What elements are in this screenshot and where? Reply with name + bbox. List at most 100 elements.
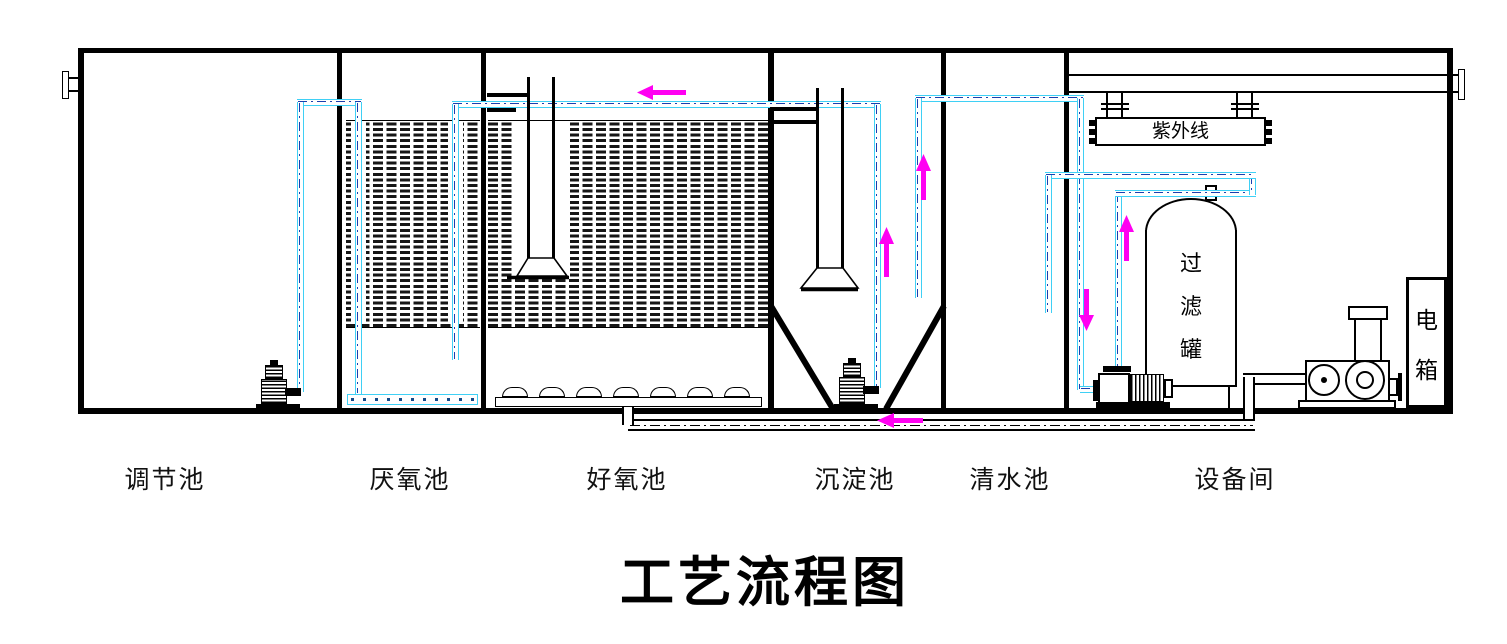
filter-ubend xyxy=(1249,174,1256,195)
uv-flange-right-b xyxy=(1231,108,1259,110)
uv-stub-left-a xyxy=(1106,93,1108,117)
pump-motor-icon xyxy=(1130,374,1164,402)
clearwater-drop-pipe xyxy=(1045,175,1052,313)
sludge-pump-icon xyxy=(848,358,856,363)
sed-inlet-bracket-bottom xyxy=(774,120,818,124)
discharge-pipe-bottom-line xyxy=(1067,91,1459,93)
effluent-riser xyxy=(915,98,922,298)
blower-outlet xyxy=(1388,378,1398,396)
label-equipment-room: 设备间 xyxy=(1194,467,1276,494)
pump-motor-endcap xyxy=(1164,379,1173,398)
blower-outlet-flange xyxy=(1398,373,1402,401)
diffuser-icon xyxy=(502,387,528,397)
pump-suction-flange xyxy=(1093,380,1098,401)
tank-floor xyxy=(78,408,1453,414)
pump-discharge-riser xyxy=(1115,192,1122,370)
label-regulation-tank: 调节池 xyxy=(124,467,206,494)
diffuser-icon xyxy=(613,387,639,397)
aeration-manifold xyxy=(495,397,762,407)
flow-arrow-left-icon xyxy=(637,85,686,100)
uv-flange-left-a xyxy=(1101,103,1129,105)
label-clearwater-tank: 清水池 xyxy=(969,467,1051,494)
inlet-stub-bottom xyxy=(68,90,79,92)
sludge-return-drop xyxy=(452,104,459,360)
partition-anaerobic-aerobic xyxy=(481,53,486,408)
inlet-flange xyxy=(62,71,69,99)
diffuser-icon xyxy=(576,387,602,397)
blower-rotor-icon xyxy=(1345,360,1385,400)
uv-tab-icon xyxy=(1265,120,1272,126)
inlet-stub-top xyxy=(68,77,79,79)
centrifugal-pump-base xyxy=(1096,402,1170,408)
aerobic-bracket-bottom xyxy=(487,108,516,112)
suction-drop-pipe xyxy=(1077,98,1084,390)
uv-tab-icon xyxy=(1265,129,1272,135)
electric-box: 电 箱 xyxy=(1406,277,1447,408)
anaerobic-perforated-header xyxy=(347,394,478,405)
air-riser-to-manifold xyxy=(622,405,634,425)
partition-clearwater-equipment xyxy=(1064,53,1069,408)
sed-feedwell-left xyxy=(816,88,819,268)
partition-regulation-anaerobic xyxy=(337,53,342,408)
discharge-pipe-top-line xyxy=(1067,74,1459,76)
aerobic-drafttube-left xyxy=(527,77,530,258)
uv-tab-icon xyxy=(1089,129,1096,135)
tank-top-wall xyxy=(78,48,1453,53)
pump-discharge-flange xyxy=(1103,366,1131,372)
filter-return-run xyxy=(1045,172,1256,179)
feed-pipe-top-run xyxy=(297,99,362,106)
uv-label: 紫外线 xyxy=(1151,121,1209,142)
sludge-pump-icon xyxy=(839,377,865,404)
submersible-pump-icon xyxy=(270,360,278,365)
diffuser-icon xyxy=(539,387,565,397)
uv-sterilizer: 紫外线 xyxy=(1095,117,1266,146)
partition-aerobic-sedimentation xyxy=(768,53,774,408)
uv-stub-right-a xyxy=(1236,93,1238,117)
diffuser-icon xyxy=(687,387,713,397)
sludge-pump-elbow xyxy=(863,386,879,394)
aerobic-drafttube-right xyxy=(552,77,555,258)
sludge-return-riser xyxy=(874,104,881,388)
uv-tab-icon xyxy=(1089,120,1096,126)
sed-feedwell-right xyxy=(841,88,844,268)
uv-tab-icon xyxy=(1089,138,1096,144)
submersible-pump-elbow xyxy=(285,388,301,396)
blower-pulley-hub-icon xyxy=(1321,377,1327,383)
sludge-pump-icon xyxy=(843,363,861,377)
effluent-top-run xyxy=(915,95,1084,102)
blower-rotor-inner-icon xyxy=(1356,371,1374,389)
aerobic-bracket-top xyxy=(487,93,530,97)
air-pipe-drop xyxy=(1243,377,1255,431)
label-anaerobic-tank: 厌氧池 xyxy=(369,467,451,494)
uv-stub-right-b xyxy=(1251,93,1253,117)
sed-feedwell-cone-icon xyxy=(799,267,860,292)
submersible-pump-icon xyxy=(265,365,283,379)
underfloor-air-line xyxy=(628,419,1255,431)
filter-feed-run xyxy=(1115,190,1256,197)
sludge-return-top-run xyxy=(452,101,881,108)
tank-left-wall xyxy=(78,48,84,414)
centrifugal-pump-volute xyxy=(1098,373,1130,404)
outlet-flange xyxy=(1458,69,1465,100)
uv-flange-right-a xyxy=(1231,103,1259,105)
media-gap-mixer xyxy=(514,121,570,278)
submersible-pump-icon xyxy=(261,379,287,404)
blower-silencer xyxy=(1354,318,1382,362)
feed-pipe-drop xyxy=(355,102,362,394)
filter-tank-label: 过 滤 罐 xyxy=(1179,251,1202,362)
label-aerobic-tank: 好氧池 xyxy=(586,467,668,494)
blower-base xyxy=(1298,400,1396,409)
feed-pump-riser xyxy=(297,102,304,392)
diagram-title: 工艺流程图 xyxy=(620,553,910,613)
partition-sedimentation-clearwater xyxy=(941,53,946,408)
diffuser-icon xyxy=(650,387,676,397)
tank-right-wall xyxy=(1447,48,1453,414)
diffuser-icon xyxy=(724,387,750,397)
air-pipe-blower-run xyxy=(1243,373,1305,385)
pump-suction-stub xyxy=(1080,386,1100,393)
submersible-pump-base xyxy=(256,404,300,408)
filter-tank-dome xyxy=(1145,198,1237,232)
blower-pulley-icon xyxy=(1308,364,1340,396)
flow-arrow-up-icon xyxy=(879,227,894,277)
